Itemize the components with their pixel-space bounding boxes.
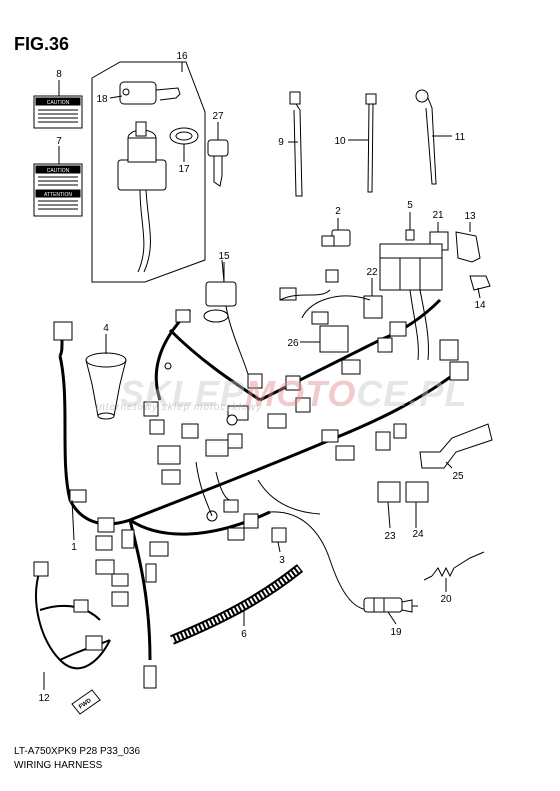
callout-17: 17 xyxy=(178,164,190,175)
cable-tie-11 xyxy=(415,89,437,185)
relay-26 xyxy=(319,325,349,353)
fuse-box xyxy=(379,243,443,361)
watermark-subtitle: internetowy sklep motocyklowy xyxy=(96,402,263,413)
ignition-switch-body xyxy=(117,121,167,273)
callout-6: 6 xyxy=(241,629,247,640)
caution-label-7 xyxy=(33,163,83,217)
connector-5 xyxy=(405,229,415,241)
ignition-key-18 xyxy=(119,81,181,105)
watermark-part-a: SKLEP xyxy=(120,373,246,414)
callout-10: 10 xyxy=(334,136,346,147)
bracket-13 xyxy=(455,231,481,263)
relay-24 xyxy=(405,481,429,503)
callout-20: 20 xyxy=(440,594,452,605)
attention-text: ATTENTION xyxy=(44,192,72,198)
callout-1: 1 xyxy=(71,542,77,553)
callout-8: 8 xyxy=(56,69,62,80)
bracket-25 xyxy=(419,423,493,469)
spring-20 xyxy=(423,551,485,581)
caution-text-b: CAUTION xyxy=(47,168,70,174)
callout-24: 24 xyxy=(412,529,424,540)
relay-23 xyxy=(377,481,401,503)
caution-text-a: CAUTION xyxy=(47,100,70,106)
corrugated-tube-6 xyxy=(170,564,304,645)
watermark-part-b: MOTO xyxy=(245,373,357,414)
callout-15: 15 xyxy=(218,251,230,262)
sensor-19 xyxy=(363,597,418,613)
diagram-description: WIRING HARNESS xyxy=(14,760,103,771)
callout-25: 25 xyxy=(452,471,464,482)
callout-2: 2 xyxy=(335,206,341,217)
callout-12: 12 xyxy=(38,693,50,704)
connector-22 xyxy=(363,295,383,319)
callout-23: 23 xyxy=(384,531,396,542)
socket-15 xyxy=(203,259,237,323)
callout-14: 14 xyxy=(474,300,486,311)
watermark-part-c: CE.PL xyxy=(356,373,468,414)
key-27 xyxy=(207,139,229,187)
front-connector xyxy=(53,321,73,341)
callout-27: 27 xyxy=(212,111,224,122)
model-code: LT-A750XPK9 P28 P33_036 xyxy=(14,746,141,757)
caution-label-8 xyxy=(33,95,83,129)
callout-11: 11 xyxy=(455,132,466,143)
callout-19: 19 xyxy=(390,627,402,638)
callout-7: 7 xyxy=(56,136,62,147)
cable-tie-9 xyxy=(289,91,303,197)
callout-9: 9 xyxy=(278,137,284,148)
callout-18: 18 xyxy=(96,94,108,105)
callout-13: 13 xyxy=(464,211,476,222)
fwd-arrow xyxy=(71,689,101,715)
callout-26: 26 xyxy=(287,338,299,349)
watermark: SKLEPMOTOCE.PL xyxy=(120,373,467,415)
callout-5: 5 xyxy=(407,200,413,211)
figure-title: FIG.36 xyxy=(14,34,70,54)
cap-2 xyxy=(321,229,351,247)
callout-21: 21 xyxy=(432,210,444,221)
clip-14 xyxy=(469,275,491,291)
sub-harness-12 xyxy=(35,569,111,670)
ring-17 xyxy=(169,127,199,145)
callout-4: 4 xyxy=(103,323,109,334)
callout-16: 16 xyxy=(176,51,188,62)
callout-22: 22 xyxy=(366,267,378,278)
ignition-group-frame xyxy=(91,61,206,283)
cable-tie-10 xyxy=(365,93,377,193)
terminal-3 xyxy=(271,527,287,543)
callout-3: 3 xyxy=(279,555,285,566)
